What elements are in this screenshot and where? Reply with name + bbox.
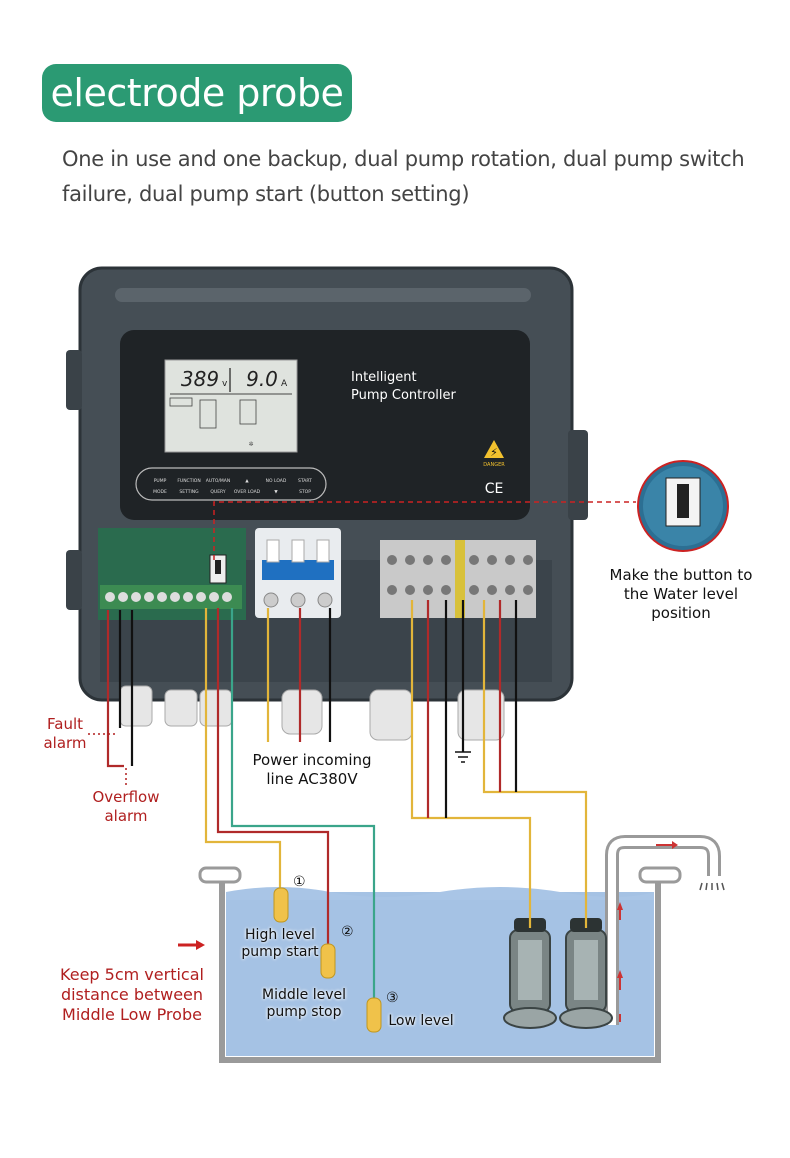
power-line-label: Power incoming line AC380V <box>252 751 372 788</box>
probe-low <box>366 997 382 1033</box>
keypad-button-bottom-label: STOP <box>299 489 311 495</box>
keypad <box>135 467 327 501</box>
lcd-current-unit: A <box>281 379 288 389</box>
keypad-button-top-label: START <box>298 478 312 484</box>
terminal-area <box>98 528 536 741</box>
probe-label-high: High level pump start <box>241 927 319 960</box>
controller-enclosure <box>66 266 588 702</box>
overflow-alarm-label: Overflow alarm <box>92 788 160 825</box>
lcd-display: ✲ <box>164 359 298 453</box>
discharge-pipe <box>605 835 725 1025</box>
keypad-button-bottom-label: SETTING <box>179 489 199 495</box>
keypad-button-top-label: AUTO/MAN <box>206 478 231 484</box>
danger-icon: ⚡ <box>484 440 504 459</box>
keypad-button-bottom-label: MODE <box>153 489 167 495</box>
svg-text:✲: ✲ <box>248 441 253 448</box>
pump-2 <box>559 918 613 1029</box>
keypad-button[interactable]: FUNCTION SETTING <box>177 478 200 495</box>
page-title: electrode probe <box>42 64 352 122</box>
button-note: Make the button to the Water level posit… <box>609 566 753 622</box>
svg-text:⚡: ⚡ <box>490 446 498 459</box>
keypad-button-top-label: PUMP <box>154 478 167 484</box>
fault-alarm-label: Fault alarm <box>43 715 87 752</box>
danger-label: DANGER <box>483 462 505 468</box>
probe-number-2: ② <box>341 924 354 940</box>
lcd-current: 9.0 <box>246 367 278 391</box>
arrow-icon <box>178 940 205 950</box>
keypad-button-top-label: ▲ <box>245 479 249 484</box>
keypad-button[interactable]: START STOP <box>298 478 312 495</box>
page-subtitle: One in use and one backup, dual pump rot… <box>62 147 745 206</box>
controller-name-line1: Intelligent <box>351 370 417 385</box>
spacing-note: Keep 5cm vertical distance between Middl… <box>60 965 204 1024</box>
pump-1 <box>503 918 557 1029</box>
lcd-voltage-unit: v <box>222 379 228 389</box>
keypad-button[interactable]: NO LOAD ▼ <box>266 478 287 495</box>
keypad-button-bottom-label: ▼ <box>274 490 278 495</box>
keypad-button-top-label: NO LOAD <box>266 478 287 484</box>
ce-mark: CE <box>485 481 504 497</box>
keypad-button[interactable]: PUMP MODE <box>153 478 167 495</box>
keypad-button[interactable]: AUTO/MAN QUERY <box>206 478 231 495</box>
keypad-button[interactable]: ▲ OVER LOAD <box>234 479 261 495</box>
probe-middle <box>320 943 336 979</box>
probe-number-1: ① <box>293 874 306 890</box>
lcd-voltage: 389 <box>181 367 219 391</box>
probe-high <box>273 887 289 923</box>
probe-label-low: Low level <box>388 1013 454 1029</box>
keypad-button-top-label: FUNCTION <box>177 478 200 484</box>
keypad-button-bottom-label: QUERY <box>210 489 226 495</box>
probe-number-3: ③ <box>386 990 399 1006</box>
probe-label-middle: Middle level pump stop <box>262 987 346 1020</box>
keypad-button-bottom-label: OVER LOAD <box>234 489 261 495</box>
button-zoom-inset <box>637 460 729 552</box>
controller-name-line2: Pump Controller <box>351 388 456 403</box>
